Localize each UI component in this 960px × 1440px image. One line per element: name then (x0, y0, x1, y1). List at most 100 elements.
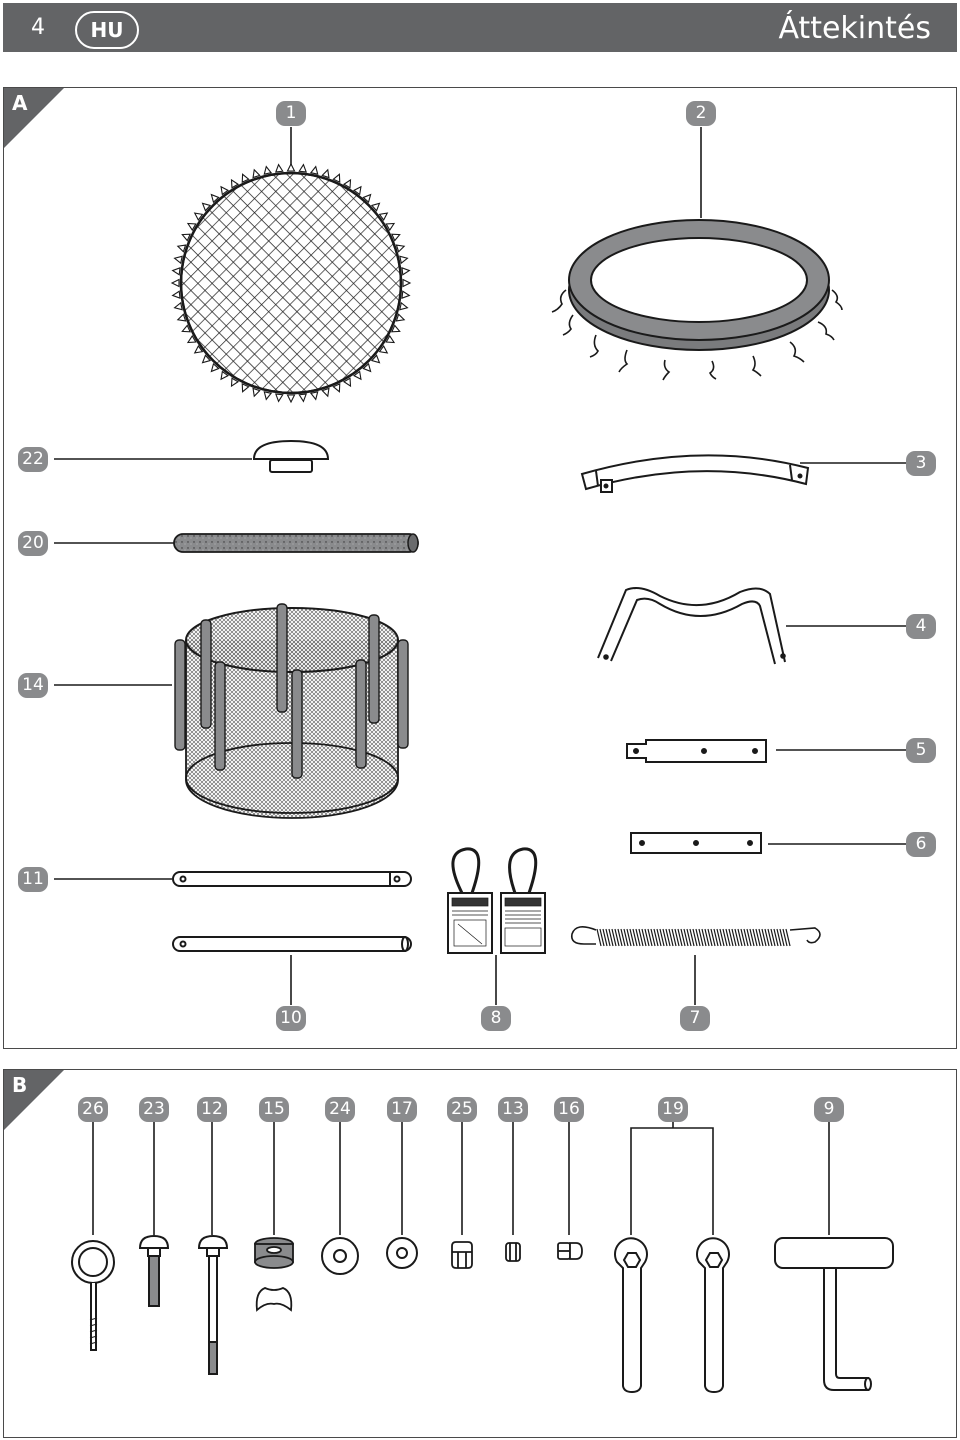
eye-bolt-drawing (71, 1240, 115, 1351)
part-badge-6: 6 (906, 832, 936, 857)
mat-v-ring (401, 290, 411, 300)
spring-coil (617, 928, 623, 947)
t-handle-tool-drawing (774, 1237, 894, 1391)
mat-v-ring (309, 165, 319, 175)
spring-coil (719, 928, 725, 947)
mat-v-ring (274, 163, 284, 173)
spring-coil (653, 928, 659, 947)
spring-coil (614, 928, 620, 947)
mat-v-ring (241, 173, 250, 183)
spring-coil (698, 928, 704, 947)
spring-coil (644, 928, 650, 947)
mat-v-ring (210, 362, 220, 373)
part-badge-7: 7 (680, 1006, 710, 1031)
mat-v-ring (395, 244, 406, 253)
spring-coil (782, 928, 788, 947)
wrench-drawing (614, 1237, 730, 1394)
spring-coil (707, 928, 713, 947)
mat-v-ring (378, 344, 389, 354)
spring-coil (683, 928, 689, 947)
mat-v-ring (362, 362, 372, 373)
spring-coil (713, 928, 719, 947)
spring-coil (746, 928, 752, 947)
mat-v-ring (402, 278, 412, 288)
section-b-label: B (12, 1073, 28, 1097)
section-a-panel: A (3, 87, 957, 1049)
spring-coil (680, 928, 686, 947)
mat-v-ring (370, 354, 381, 364)
part-badge-22: 22 (18, 447, 48, 472)
spring-coil (734, 928, 740, 947)
mat-v-ring (391, 233, 401, 242)
jumping-mat-drawing (170, 162, 412, 404)
page-number: 4 (31, 15, 45, 40)
mat-v-ring (210, 193, 220, 204)
spring-coil (620, 928, 626, 947)
page-header: 4 HU Áttekintés (3, 3, 957, 52)
section-a-corner (4, 88, 64, 148)
part-badge-17: 17 (387, 1097, 417, 1122)
mat-v-ring (263, 165, 273, 175)
spring-coil (773, 928, 779, 947)
spring-coil (701, 928, 707, 947)
spring-coil (695, 928, 701, 947)
mat-v-ring (241, 383, 250, 393)
spring-coil (611, 928, 617, 947)
frame-tube-drawing (580, 454, 810, 493)
leader-19 (630, 1122, 714, 1235)
spring-coil (740, 928, 746, 947)
mat-v-ring (176, 313, 187, 322)
mat-v-ring (342, 178, 352, 189)
spring-coil (605, 928, 611, 947)
mat-v-ring (193, 344, 204, 354)
cap-drawing (252, 439, 330, 473)
mat-v-ring (220, 370, 230, 381)
part-badge-12: 12 (197, 1097, 227, 1122)
part-badge-8: 8 (481, 1006, 511, 1031)
part-badge-20: 20 (18, 531, 48, 556)
spring-coil (638, 928, 644, 947)
mat-v-ring (171, 290, 181, 300)
spring-coil (671, 928, 677, 947)
nut-25-drawing (451, 1241, 473, 1269)
mat-v-ring (186, 222, 197, 232)
mat-v-ring (274, 393, 284, 403)
mat-v-ring (298, 163, 308, 173)
part-badge-13: 13 (498, 1097, 528, 1122)
spring-coil (785, 928, 791, 947)
mat-v-ring (186, 334, 197, 344)
mat-v-ring (230, 377, 240, 388)
mat-v-ring (176, 244, 187, 253)
spring-coil (764, 928, 770, 947)
mat-v-ring (352, 185, 362, 196)
part-badge-15: 15 (259, 1097, 289, 1122)
section-a-label: A (12, 91, 28, 115)
mat-v-ring (352, 370, 362, 381)
mat-v-ring (321, 387, 330, 398)
mat-v-ring (171, 266, 181, 276)
part-badge-24: 24 (325, 1097, 355, 1122)
part-badge-19: 19 (658, 1097, 688, 1122)
spring-coil (665, 928, 671, 947)
spring-coil (752, 928, 758, 947)
mat-v-ring (252, 168, 261, 179)
spring-coil (731, 928, 737, 947)
spring-coil (647, 928, 653, 947)
mat-v-ring (332, 383, 341, 393)
part-badge-25: 25 (447, 1097, 477, 1122)
spring-coil (755, 928, 761, 947)
leg-frame-drawing (597, 587, 786, 665)
spring-coil (659, 928, 665, 947)
frame-pad-drawing (551, 219, 843, 381)
mat-v-ring (370, 202, 381, 212)
spring-coil (599, 928, 605, 947)
spring-coil (650, 928, 656, 947)
part-badge-1: 1 (276, 101, 306, 126)
part-badge-16: 16 (554, 1097, 584, 1122)
spring-coil (761, 928, 767, 947)
warning-labels-drawing (447, 847, 546, 954)
spring-coil (608, 928, 614, 947)
mat-v-ring (181, 324, 191, 333)
spring-coil (635, 928, 641, 947)
